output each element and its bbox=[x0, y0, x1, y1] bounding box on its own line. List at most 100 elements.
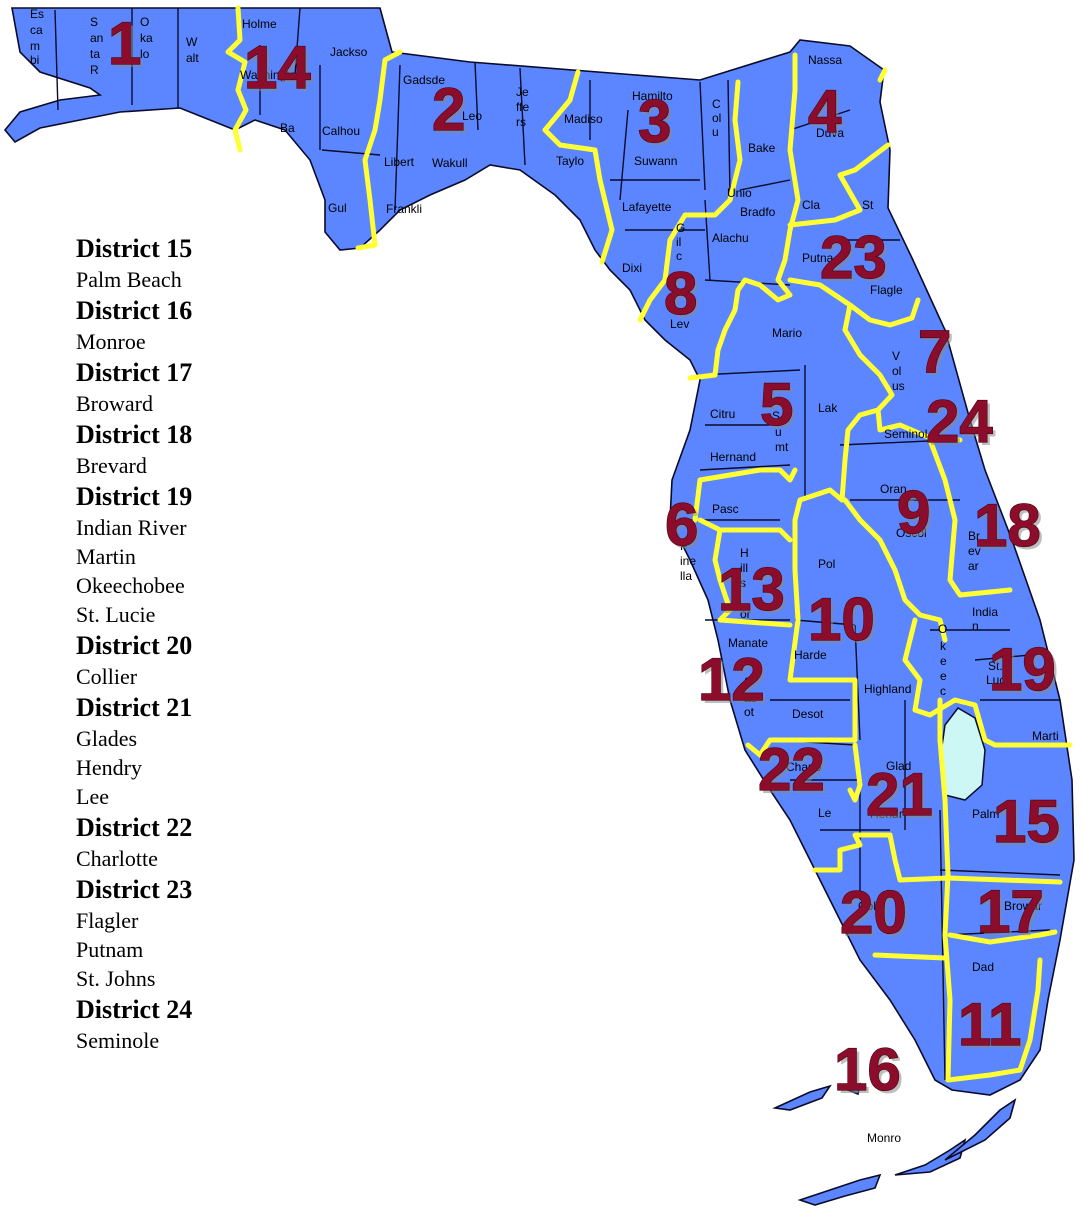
legend-district-title: District 16 bbox=[76, 296, 193, 325]
county-label: V bbox=[892, 349, 900, 363]
legend-district-title: District 15 bbox=[76, 234, 193, 263]
county-label: Bake bbox=[748, 141, 776, 155]
district-number-24: 24 bbox=[926, 388, 993, 455]
district-number-17: 17 bbox=[977, 878, 1044, 945]
county-label: u bbox=[775, 425, 782, 439]
county-label: Bradfo bbox=[740, 205, 776, 219]
county-label: bi bbox=[30, 53, 39, 67]
county-label: Palm bbox=[972, 807, 999, 821]
county-label: Calhou bbox=[322, 124, 360, 138]
legend-district-title: District 19 bbox=[76, 482, 193, 511]
county-label: Je bbox=[516, 85, 529, 99]
county-label: Mario bbox=[772, 326, 802, 340]
legend-county: Brevard bbox=[76, 453, 147, 478]
county-label: e bbox=[940, 654, 947, 668]
legend-county: Lee bbox=[76, 784, 109, 809]
county-label: ill bbox=[740, 561, 748, 575]
county-label: c bbox=[676, 249, 682, 263]
district-number-18: 18 bbox=[974, 492, 1041, 559]
legend-county: Glades bbox=[76, 726, 138, 751]
county-label: India bbox=[972, 605, 998, 619]
district-number-shadow: 5 bbox=[763, 374, 796, 441]
county-label: Ba bbox=[280, 121, 295, 135]
county-label: u bbox=[712, 125, 719, 139]
county-label: Washingto bbox=[240, 68, 297, 82]
county-label: Dad bbox=[972, 960, 994, 974]
county-label: Manate bbox=[728, 636, 768, 650]
district-number-shadow: 15 bbox=[996, 791, 1063, 858]
district-number-shadow: 7 bbox=[921, 321, 954, 388]
legend-district-title: District 22 bbox=[76, 813, 193, 842]
county-label: Colli bbox=[858, 899, 881, 913]
county-label: C bbox=[712, 97, 721, 111]
county-label: Pasc bbox=[712, 502, 739, 516]
county-label: ev bbox=[968, 544, 981, 558]
district-number-4: 4 bbox=[808, 78, 842, 145]
legend-county: Hendry bbox=[76, 755, 142, 780]
county-label: ka bbox=[140, 31, 153, 45]
county-label: Hernand bbox=[710, 450, 756, 464]
county-label: Holme bbox=[242, 17, 277, 31]
district-number-5: 5 bbox=[760, 371, 793, 438]
county-label: Cla bbox=[802, 198, 820, 212]
county-label: or bbox=[740, 607, 751, 621]
legend-county: Okeechobee bbox=[76, 573, 185, 598]
legend-district-title: District 20 bbox=[76, 631, 193, 660]
county-label: H bbox=[740, 546, 749, 560]
county-label: Leo bbox=[462, 109, 482, 123]
county-label: Desot bbox=[792, 707, 824, 721]
county-label: Madiso bbox=[564, 112, 603, 126]
county-label: St. bbox=[988, 659, 1003, 673]
district-number-6: 6 bbox=[665, 491, 698, 558]
district-number-shadow: 9 bbox=[900, 482, 933, 549]
district-number-16: 16 bbox=[834, 1036, 901, 1103]
land bbox=[3, 7, 1075, 1206]
legend-county: Collier bbox=[76, 664, 138, 689]
county-label: Highland bbox=[864, 682, 911, 696]
county-label: Nassa bbox=[808, 53, 842, 67]
county-label: Hendr bbox=[870, 807, 903, 821]
district-number-shadow: 3 bbox=[641, 91, 674, 158]
county-label: Oran bbox=[880, 482, 907, 496]
county-label: il bbox=[676, 235, 681, 249]
legend-district-title: District 24 bbox=[76, 995, 193, 1024]
legend-district-title: District 23 bbox=[76, 875, 193, 904]
district-boundaries bbox=[225, 5, 1073, 1083]
county-label: Marti bbox=[1032, 729, 1059, 743]
legend-county: Martin bbox=[76, 544, 136, 569]
district-number-shadow: 22 bbox=[761, 739, 828, 806]
legend-county: Palm Beach bbox=[76, 267, 182, 292]
county-label: ot bbox=[744, 705, 755, 719]
county-label: s bbox=[740, 576, 746, 590]
county-label: Lak bbox=[818, 401, 838, 415]
county-label: Le bbox=[818, 806, 832, 820]
county-label: ol bbox=[892, 364, 901, 378]
district-number-21: 21 bbox=[866, 761, 933, 828]
county-label: Harde bbox=[794, 648, 827, 662]
district-number-20: 20 bbox=[840, 879, 907, 946]
district-number-8: 8 bbox=[664, 260, 697, 327]
district-number-shadow: 4 bbox=[811, 81, 845, 148]
county-label: S bbox=[90, 15, 98, 29]
district-number-3: 3 bbox=[638, 88, 671, 155]
county-label: Seminol bbox=[884, 427, 927, 441]
legend-county: Putnam bbox=[76, 937, 144, 962]
district-number-shadow: 11 bbox=[961, 994, 1024, 1061]
county-label: Oscol bbox=[896, 526, 927, 540]
district-number-shadow: 1 bbox=[111, 13, 144, 80]
county-label: Glad bbox=[886, 759, 911, 773]
district-number-shadow: 10 bbox=[811, 589, 878, 656]
legend-district-title: District 18 bbox=[76, 420, 193, 449]
county-label: ar bbox=[968, 559, 979, 573]
county-label: O bbox=[938, 622, 947, 636]
district-number-shadow: 12 bbox=[701, 649, 768, 716]
county-label: ffe bbox=[516, 100, 529, 114]
district-number-shadow: 13 bbox=[721, 559, 788, 626]
district-number-19: 19 bbox=[989, 636, 1056, 703]
district-number-9: 9 bbox=[897, 479, 930, 546]
county-label: Libert bbox=[384, 155, 415, 169]
county-label: rs bbox=[516, 115, 526, 129]
county-label: W bbox=[186, 35, 198, 49]
county-label: lo bbox=[140, 47, 150, 61]
